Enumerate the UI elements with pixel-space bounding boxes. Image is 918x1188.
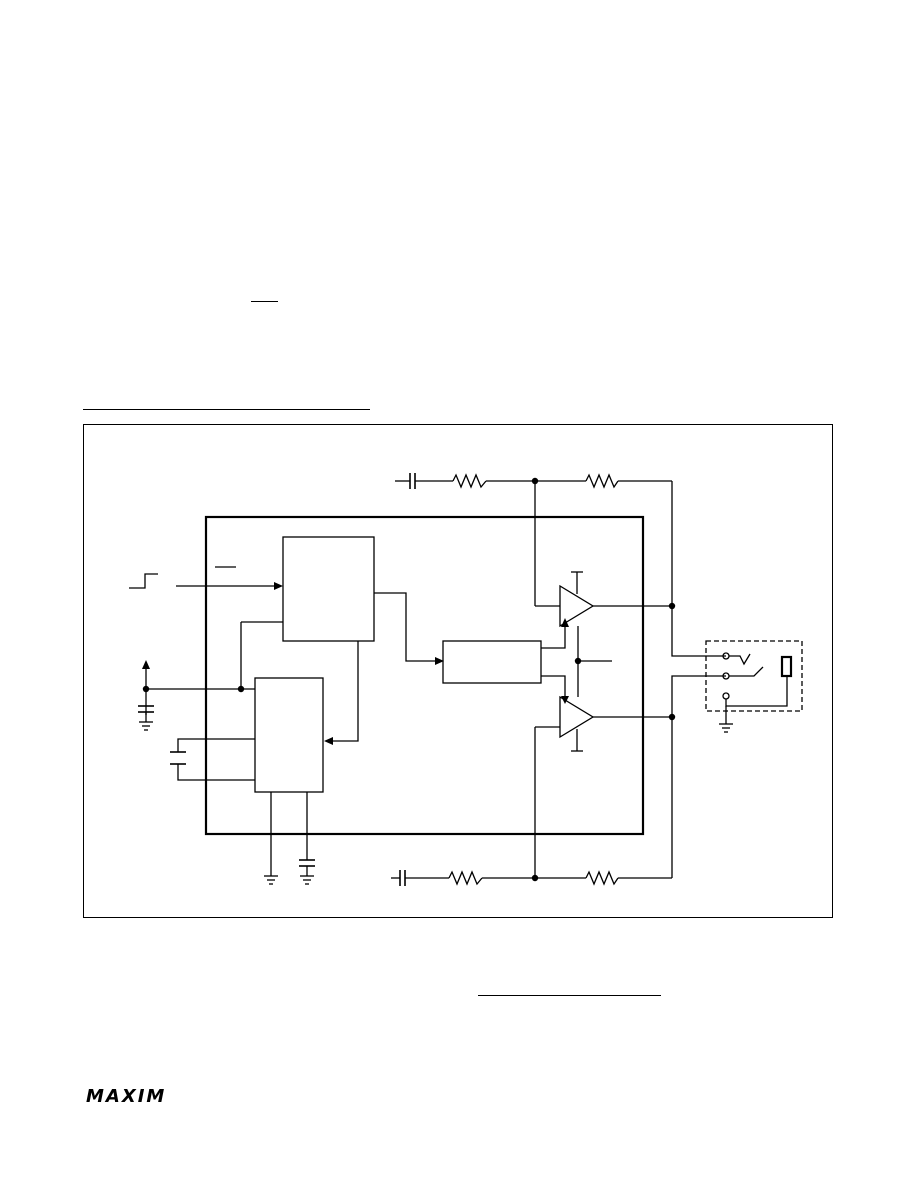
figure-frame <box>83 424 833 918</box>
bottom-feedback-network <box>391 717 673 886</box>
bias-block <box>442 640 542 684</box>
capacitor-icon <box>170 751 186 765</box>
headphone-jack-icon <box>705 640 803 733</box>
resistor-icon <box>448 870 483 886</box>
resistor-icon <box>585 473 619 489</box>
logo-text: MAXIM <box>86 1086 166 1105</box>
control-block <box>282 536 375 642</box>
ground-icon <box>139 721 153 731</box>
ground-icon <box>264 875 278 885</box>
amplifier-icon <box>559 571 672 628</box>
resistor-icon <box>452 473 487 489</box>
maxim-logo: MAXIM <box>86 1086 166 1105</box>
junction-dots <box>142 477 676 882</box>
footer-rule <box>478 995 661 996</box>
ic-boundary <box>204 515 645 836</box>
resistor-icon <box>585 870 619 886</box>
capacitor-icon <box>299 859 315 867</box>
charge-pump-block <box>254 677 324 793</box>
top-feedback-network <box>395 473 673 607</box>
overbar-line <box>251 301 278 302</box>
step-signal-icon <box>129 573 158 589</box>
ground-icon <box>300 875 314 885</box>
figure-title-rule <box>83 409 370 410</box>
amplifier-icon <box>559 695 672 752</box>
